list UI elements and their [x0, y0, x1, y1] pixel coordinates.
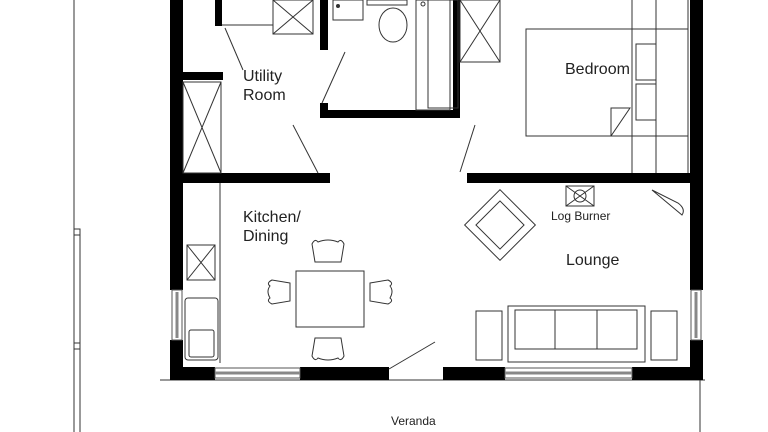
dining-set [267, 239, 393, 361]
kitchen-fixtures [184, 183, 221, 363]
utility-room-label: Utility Room [243, 68, 286, 104]
utility-fixtures [182, 0, 314, 174]
bedroom-fixtures [525, 0, 689, 173]
walls [170, 0, 703, 380]
veranda-label: Veranda [391, 414, 436, 428]
bedroom-label: Bedroom [565, 61, 630, 78]
lounge-label: Lounge [566, 252, 620, 269]
doors [224, 27, 476, 370]
windows [171, 289, 702, 379]
log-burner-label: Log Burner [551, 209, 611, 223]
kitchen-dining-label: Kitchen/ Dining [243, 209, 301, 245]
bathroom-fixtures [332, 0, 501, 111]
veranda-outline [73, 0, 705, 432]
lounge-furniture [463, 185, 684, 363]
